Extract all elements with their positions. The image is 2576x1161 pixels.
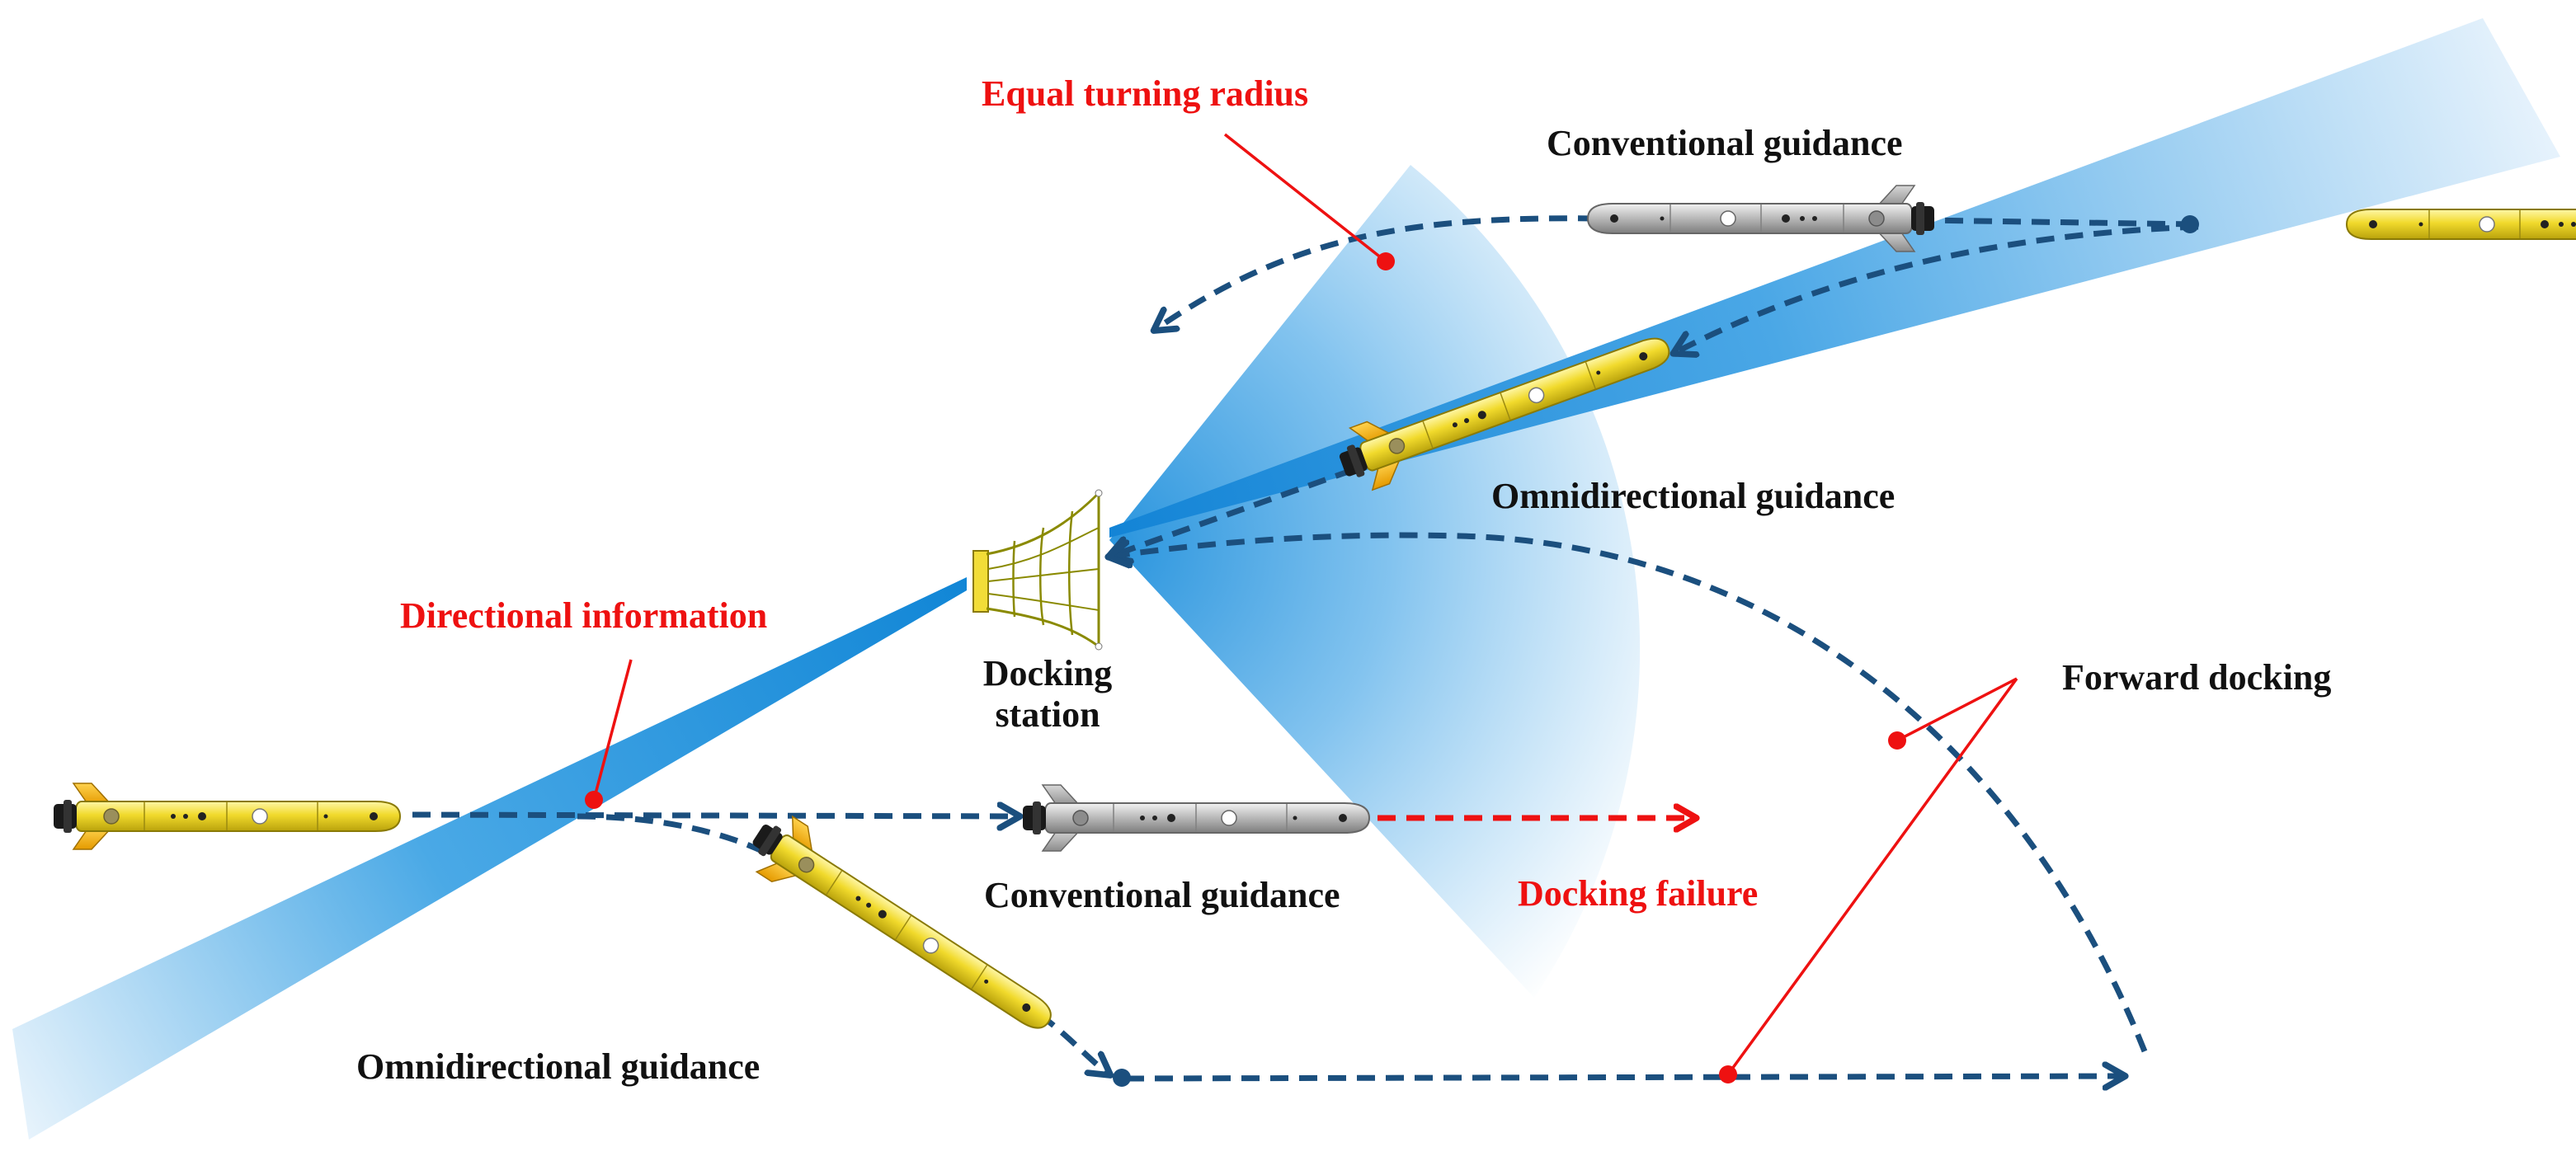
path-top-omni-curve: [1674, 223, 2199, 353]
auv-vehicle-icon: [739, 805, 1067, 1051]
label-docking-station-line2: station: [995, 694, 1100, 735]
annotation-leader: [1223, 133, 1387, 263]
label-omnidirectional-guidance-top: Omnidirectional guidance: [1491, 476, 1896, 516]
path-start-dot: [2181, 215, 2199, 233]
label-omnidirectional-guidance-bottom: Omnidirectional guidance: [356, 1046, 761, 1087]
omnidirectional-sector: [1109, 165, 1641, 998]
annotation-dot: [585, 791, 603, 809]
label-docking-station: Docking station: [969, 656, 1126, 733]
path-start-dot: [1113, 1069, 1131, 1087]
label-docking-failure: Docking failure: [1518, 873, 1759, 914]
annotation-leader: [1896, 677, 2018, 742]
label-equal-turning-radius: Equal turning radius: [982, 73, 1309, 114]
docking-station-icon: [972, 489, 1103, 651]
label-docking-station-line1: Docking: [982, 653, 1113, 693]
path-top-omni-dock: [1109, 467, 1354, 557]
path-bottom-omni-descend: [1037, 1012, 1109, 1074]
annotation-leader: [1726, 677, 2018, 1076]
path-top-straight: [1921, 217, 2195, 228]
annotation-leader: [592, 659, 633, 801]
path-top-conventional: [1155, 215, 1597, 330]
label-directional-information: Directional information: [400, 595, 768, 636]
directional-beam-left: [12, 577, 967, 1140]
label-forward-docking: Forward docking: [2062, 657, 2332, 698]
label-conventional-guidance-top: Conventional guidance: [1547, 123, 1903, 163]
path-bottom-conventional: [412, 815, 1019, 816]
path-bottom-forward: [1125, 1076, 2124, 1079]
auv-vehicle-icon: [1022, 784, 1370, 852]
annotation-dot: [1377, 252, 1395, 270]
label-conventional-guidance-bottom: Conventional guidance: [984, 875, 1340, 915]
path-bottom-omni-turn: [577, 813, 769, 857]
annotation-dot: [1888, 731, 1906, 750]
auv-vehicle-icon: [53, 783, 401, 850]
path-forward-docking-arc: [1109, 532, 2148, 1053]
annotation-dot: [1719, 1065, 1737, 1083]
